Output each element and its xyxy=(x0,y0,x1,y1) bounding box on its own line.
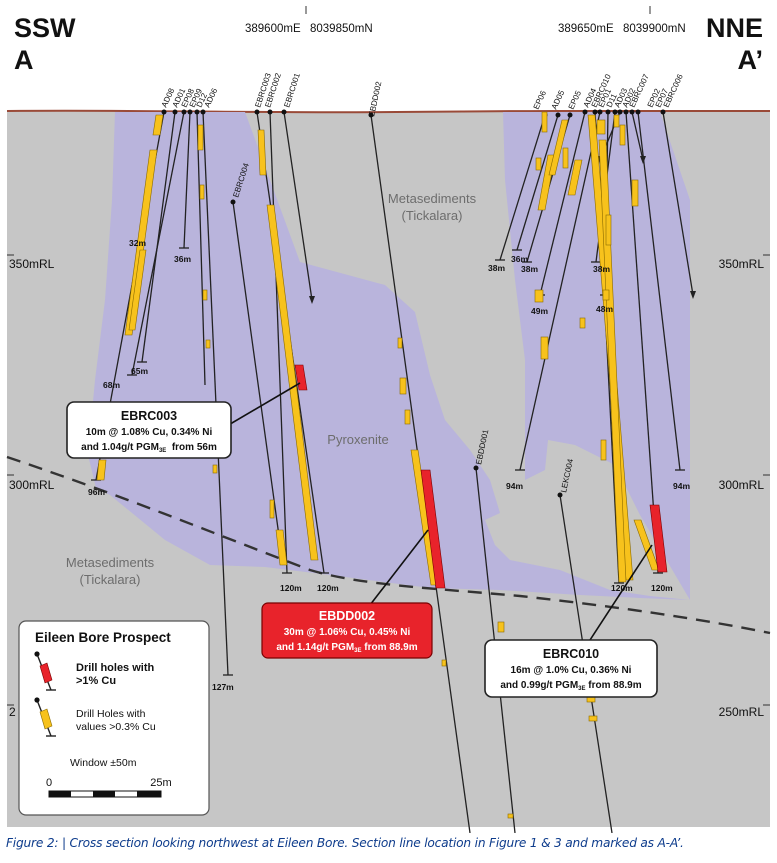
callout-ebrc003-line1: 10m @ 1.08% Cu, 0.34% Ni xyxy=(86,427,213,438)
callout-ebdd002-title: EBDD002 xyxy=(319,609,375,623)
depth-65m: 65m xyxy=(131,366,148,376)
metasediments-lower-2: (Tickalara) xyxy=(80,572,141,587)
unit-labels: Metasediments (Tickalara) Pyroxenite Met… xyxy=(66,191,477,587)
depth-120m-b: 120m xyxy=(317,583,339,593)
depth-94m-b: 94m xyxy=(673,481,690,491)
legend-item2-line1: Drill Holes with xyxy=(76,708,146,720)
topography-line xyxy=(6,109,770,114)
sky-area xyxy=(7,6,770,113)
legend-item1-line1: Drill holes with xyxy=(76,662,155,674)
depth-127m: 127m xyxy=(212,682,234,692)
callout-ebdd002: EBDD002 30m @ 1.06% Cu, 0.45% Ni and 1.1… xyxy=(261,602,433,659)
callout-ebrc003-title: EBRC003 xyxy=(121,409,177,423)
depth-labels: 32m 36m 68m 65m 96m 120m 120m 127m 38m 3… xyxy=(88,238,690,692)
depth-36m-b: 36m xyxy=(511,254,528,264)
legend: Eileen Bore Prospect Drill holes with >1… xyxy=(18,620,210,816)
metasediments-upper-2: (Tickalara) xyxy=(402,208,463,223)
right-section-letter: A’ xyxy=(737,45,763,75)
scale-end: 25m xyxy=(150,777,171,789)
callout-ebrc010: EBRC010 16m @ 1.0% Cu, 0.36% Ni and 0.99… xyxy=(484,639,658,698)
pyroxenite-body xyxy=(88,112,690,600)
legend-high-grade-symbol xyxy=(34,651,56,691)
rl-350-left: 350mRL xyxy=(9,257,55,271)
rl-250-right: 250mRL xyxy=(719,705,765,719)
depth-120m-a: 120m xyxy=(280,583,302,593)
rl-300-left: 300mRL xyxy=(9,478,55,492)
callout-ebrc010-line1: 16m @ 1.0% Cu, 0.36% Ni xyxy=(511,665,632,676)
depth-120m-c: 120m xyxy=(611,583,633,593)
cross-section-diagram: 389600mE 8039850mN 389650mE 8039900mN SS… xyxy=(6,6,771,833)
coord-e1: 389600mE xyxy=(245,23,301,35)
legend-item2-line2: values >0.3% Cu xyxy=(76,721,156,733)
coord-e2: 389650mE xyxy=(558,23,614,35)
intervals-low-grade xyxy=(96,111,660,819)
depth-68m: 68m xyxy=(103,380,120,390)
callout-ebrc010-title: EBRC010 xyxy=(543,647,599,661)
corner-labels: SSW A NNE A’ xyxy=(14,13,763,75)
depth-38m-b: 38m xyxy=(521,264,538,274)
rl-ticks xyxy=(7,6,770,706)
callout-ebrc010-line2: and 0.99g/t PGM3E from 88.9m xyxy=(500,680,641,692)
callout-ebrc003-line2: and 1.04g/t PGM3E from 56m xyxy=(81,442,217,454)
right-direction: NNE xyxy=(706,13,763,43)
depth-48m: 48m xyxy=(596,304,613,314)
callout-ebrc003: EBRC003 10m @ 1.08% Cu, 0.34% Ni and 1.0… xyxy=(66,401,232,459)
scale-bar xyxy=(48,790,162,798)
depth-120m-d: 120m xyxy=(651,583,673,593)
legend-item1-line2: >1% Cu xyxy=(76,675,116,687)
left-direction: SSW xyxy=(14,13,76,43)
callout-pointers xyxy=(219,382,653,641)
coordinate-labels: 389600mE 8039850mN 389650mE 8039900mN xyxy=(245,23,686,35)
depth-36m-a: 36m xyxy=(174,254,191,264)
rl-250-left-partial: 2 xyxy=(9,705,16,719)
collar-dots xyxy=(161,109,666,498)
legend-title: Eileen Bore Prospect xyxy=(35,630,171,645)
coord-n2: 8039900mN xyxy=(623,23,686,35)
rl-labels: 350mRL 350mRL 300mRL 300mRL 2 250mRL xyxy=(9,257,764,719)
left-section-letter: A xyxy=(14,45,34,75)
callout-ebdd002-line1: 30m @ 1.06% Cu, 0.45% Ni xyxy=(284,627,411,638)
figure-caption: Figure 2: | Cross section looking northw… xyxy=(6,836,684,850)
depth-38m-a: 38m xyxy=(488,263,505,273)
depth-94m-a: 94m xyxy=(506,481,523,491)
legend-window: Window ±50m xyxy=(70,757,137,769)
rl-350-right: 350mRL xyxy=(719,257,765,271)
coord-n1: 8039850mN xyxy=(310,23,373,35)
depth-49m: 49m xyxy=(531,306,548,316)
legend-low-grade-symbol xyxy=(34,697,56,737)
depth-96m: 96m xyxy=(88,487,105,497)
depth-38m-c: 38m xyxy=(593,264,610,274)
metasediments-upper-1: Metasediments xyxy=(388,191,477,206)
rl-300-right: 300mRL xyxy=(719,478,765,492)
metasediments-lower-1: Metasediments xyxy=(66,555,155,570)
depth-32m: 32m xyxy=(129,238,146,248)
pyroxenite-label: Pyroxenite xyxy=(327,432,388,447)
callout-ebdd002-line2: and 1.14g/t PGM3E from 88.9m xyxy=(276,642,417,654)
scale-start: 0 xyxy=(46,777,52,789)
